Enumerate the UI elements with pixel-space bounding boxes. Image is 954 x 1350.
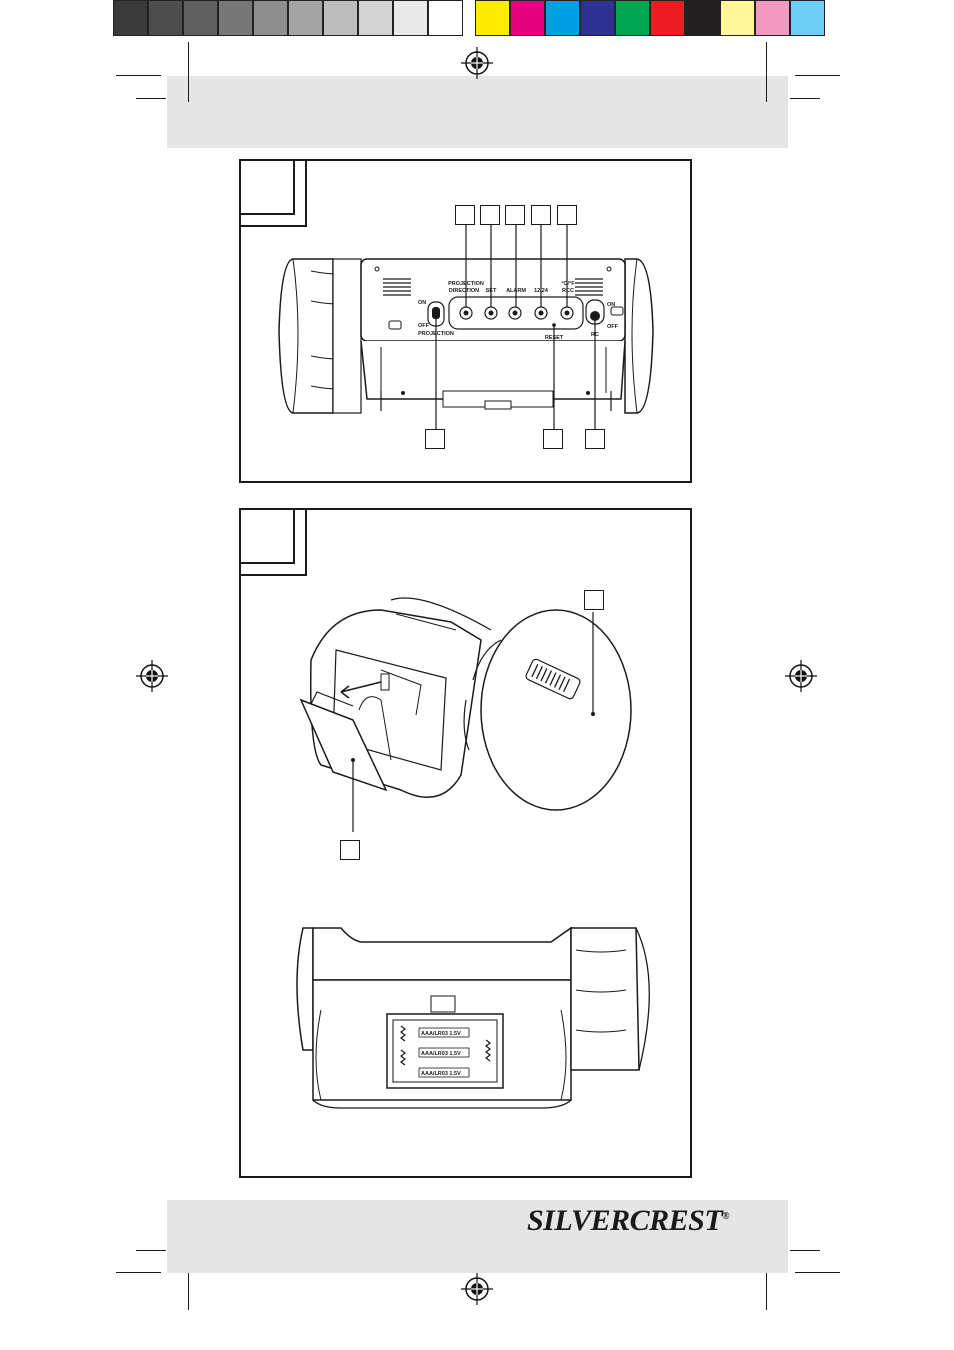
- battery-compartment-illustration: AAA/LR03 1.5V AAA/LR03 1.5V AAA/LR03 1.5…: [296, 597, 650, 1109]
- figure-1-tab: [239, 159, 295, 215]
- color-swatch: [393, 0, 428, 36]
- crop-mark: [116, 75, 161, 76]
- registration-mark-top: [461, 47, 493, 79]
- color-swatch: [685, 0, 720, 36]
- figure-tab-frame: [239, 159, 307, 227]
- callout-box: [505, 205, 525, 225]
- crop-mark: [136, 1250, 166, 1251]
- callout-box: [425, 429, 445, 449]
- figure-tab-frame: [239, 508, 307, 576]
- color-swatch: [358, 0, 393, 36]
- crop-mark: [188, 42, 189, 102]
- battery-label-2: AAA/LR03 1.5V: [421, 1051, 461, 1057]
- color-swatch: [790, 0, 825, 36]
- callout-box: [531, 205, 551, 225]
- crop-mark: [116, 1272, 161, 1273]
- label-off-left: OFF: [418, 323, 430, 329]
- color-swatch: [580, 0, 615, 36]
- label-direction: DIRECTION: [449, 288, 479, 294]
- callout-box: [480, 205, 500, 225]
- battery-label-3: AAA/LR03 1.5V: [421, 1071, 461, 1077]
- color-swatch: [475, 0, 510, 36]
- color-swatch: [755, 0, 790, 36]
- registration-mark-bottom: [461, 1273, 493, 1305]
- callout-box: [585, 429, 605, 449]
- figure-2-panel: AAA/LR03 1.5V AAA/LR03 1.5V AAA/LR03 1.5…: [239, 508, 692, 1178]
- callout-box: [455, 205, 475, 225]
- color-swatch: [113, 0, 148, 36]
- color-swatch: [720, 0, 755, 36]
- color-swatch: [253, 0, 288, 36]
- label-off-right: OFF: [607, 324, 619, 330]
- callout-box: [584, 590, 604, 610]
- footer-band: [167, 1200, 788, 1273]
- registered-mark: ®: [722, 1211, 730, 1222]
- label-rcc: RCC: [562, 288, 574, 294]
- header-band: [167, 76, 788, 148]
- color-swatch: [615, 0, 650, 36]
- figure-1-panel: PROJECTION DIRECTION SET ALARM 12/24 °C/…: [239, 159, 692, 483]
- callout-box: [557, 205, 577, 225]
- callout-box: [543, 429, 563, 449]
- brand-logo: SILVERCREST®: [527, 1204, 730, 1238]
- color-calibration-bar: [113, 0, 825, 38]
- callout-box: [340, 840, 360, 860]
- crop-mark: [795, 1272, 840, 1273]
- crop-mark: [188, 1250, 189, 1310]
- crop-mark: [136, 98, 166, 99]
- label-temp-unit: °C/°F: [561, 281, 575, 287]
- color-swatch: [510, 0, 545, 36]
- color-swatch: [183, 0, 218, 36]
- crop-mark: [790, 98, 820, 99]
- crop-mark: [766, 1250, 767, 1310]
- crop-mark: [795, 75, 840, 76]
- color-swatch: [323, 0, 358, 36]
- figure-2-tab: [239, 508, 295, 564]
- color-swatch: [288, 0, 323, 36]
- registration-mark-left: [136, 660, 168, 692]
- battery-label-1: AAA/LR03 1.5V: [421, 1031, 461, 1037]
- label-on-right: ON: [607, 302, 615, 308]
- registration-mark-right: [785, 660, 817, 692]
- crop-mark: [790, 1250, 820, 1251]
- color-swatch: [650, 0, 685, 36]
- brand-name: SILVERCREST: [527, 1204, 723, 1237]
- label-on-left: ON: [418, 300, 426, 306]
- color-swatch: [545, 0, 580, 36]
- crop-mark: [766, 42, 767, 102]
- clock-back-view-illustration: PROJECTION DIRECTION SET ALARM 12/24 °C/…: [278, 225, 654, 429]
- color-swatch: [148, 0, 183, 36]
- color-swatch: [428, 0, 463, 36]
- color-swatch: [218, 0, 253, 36]
